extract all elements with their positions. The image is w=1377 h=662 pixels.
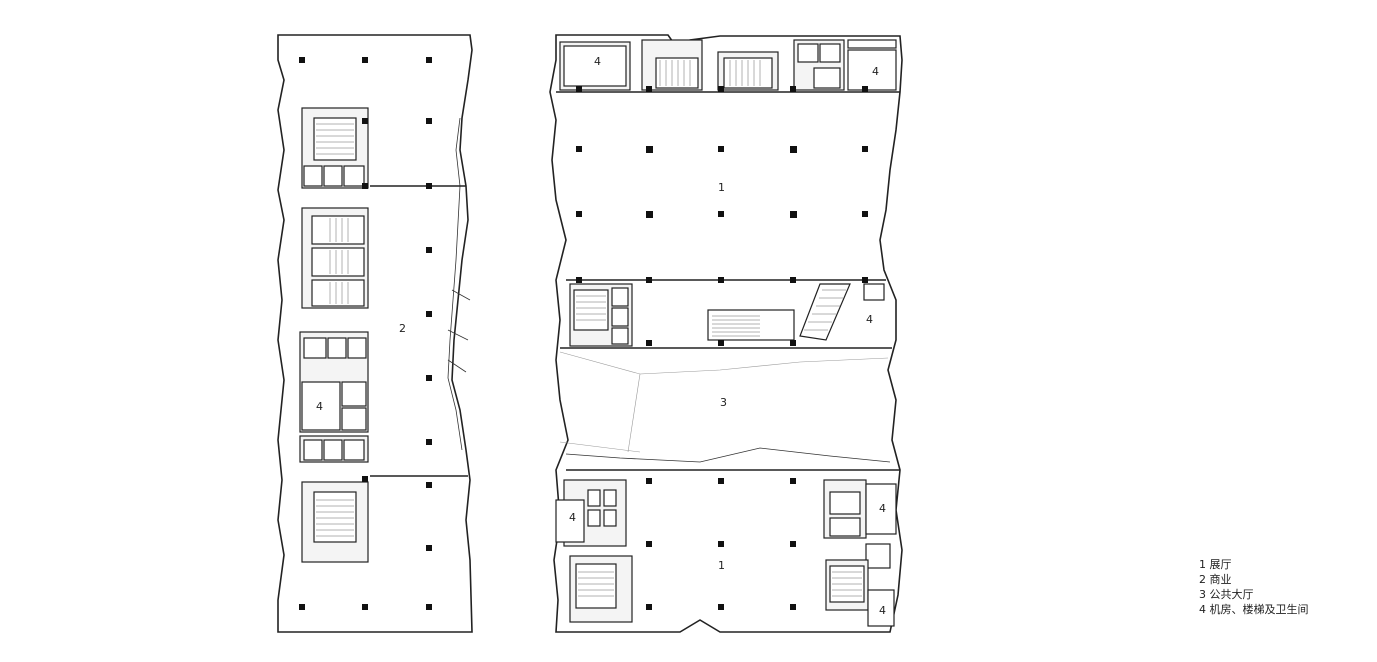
legend-item-2: 2 商业 — [1199, 572, 1309, 587]
legend-text: 展厅 — [1209, 558, 1232, 571]
right-building-columns — [576, 86, 868, 610]
legend-number: 2 — [1199, 573, 1206, 586]
room-label-4-left: 4 — [316, 400, 323, 413]
room-label-1-top: 1 — [718, 181, 725, 194]
legend-text: 机房、楼梯及卫生间 — [1209, 603, 1309, 616]
room-label-4-top-right: 4 — [872, 65, 879, 78]
room-label-4-bottom-left: 4 — [569, 511, 576, 524]
legend: 1 展厅 2 商业 3 公共大厅 4 机房、楼梯及卫生间 — [1199, 557, 1309, 617]
legend-item-4: 4 机房、楼梯及卫生间 — [1199, 602, 1309, 617]
machine-room-top-left — [563, 45, 627, 87]
room-label-4-top-left: 4 — [594, 55, 601, 68]
legend-number: 1 — [1199, 558, 1206, 571]
machine-room-bottom-left — [555, 499, 585, 543]
machine-room-bottom-right-1 — [865, 483, 897, 535]
machine-room-left — [301, 381, 341, 431]
room-label-4-mid: 4 — [866, 313, 873, 326]
legend-text: 商业 — [1209, 573, 1232, 586]
room-label-1-bottom: 1 — [718, 559, 725, 572]
machine-room-bottom-right-2 — [867, 589, 895, 627]
left-building-facade — [447, 117, 463, 451]
left-building-columns — [299, 57, 432, 610]
room-label-3: 3 — [720, 396, 727, 409]
left-building-outline — [277, 34, 473, 633]
legend-item-1: 1 展厅 — [1199, 557, 1309, 572]
legend-item-3: 3 公共大厅 — [1199, 587, 1309, 602]
legend-number: 3 — [1199, 588, 1206, 601]
left-building: 2 4 — [277, 34, 473, 633]
room-label-4-bottom-right-2: 4 — [879, 604, 886, 617]
escalator — [799, 283, 851, 341]
right-building: 4 4 1 4 3 4 1 4 4 — [549, 34, 903, 633]
legend-text: 公共大厅 — [1209, 588, 1254, 601]
room-label-2: 2 — [399, 322, 406, 335]
machine-room-top-right — [847, 49, 897, 91]
right-building-outline — [549, 34, 903, 633]
room-label-4-bottom-right-1: 4 — [879, 502, 886, 515]
legend-number: 4 — [1199, 603, 1206, 616]
